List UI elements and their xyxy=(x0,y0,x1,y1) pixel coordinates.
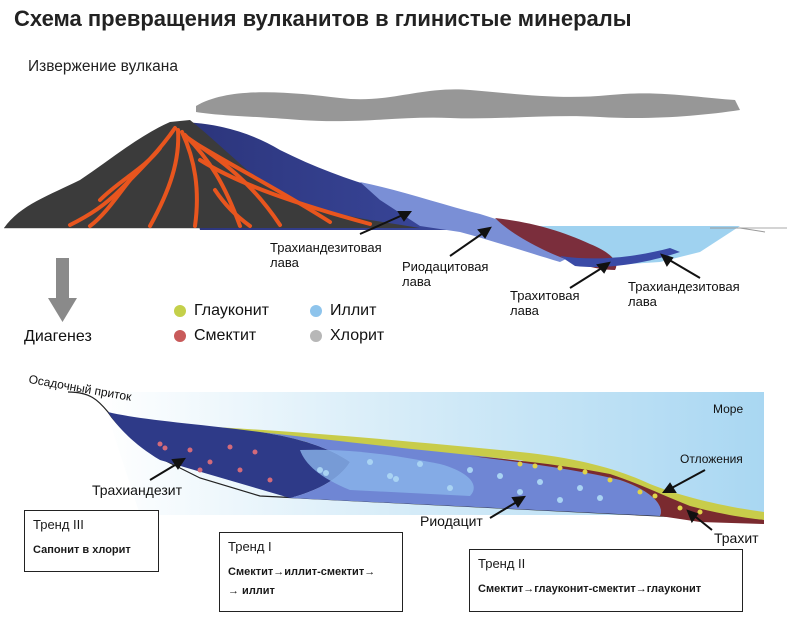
rhyodacite-label: Риодацит xyxy=(420,513,483,529)
illite-patch xyxy=(300,449,474,496)
lava-rivers xyxy=(68,126,372,228)
trend-i-desc-line1: Смектит→иллит-смектит→ xyxy=(228,566,376,578)
trend-iii-desc: Сапонит в хлорит xyxy=(33,544,131,556)
smectite-dots xyxy=(157,441,273,483)
trend-i-desc-line2: → иллит xyxy=(228,585,275,597)
illite-swatch xyxy=(310,305,322,317)
trend-ii-box: Тренд II Смектит→глауконит-смектит→глаук… xyxy=(469,549,743,612)
legend-item-smectite: Смектит xyxy=(174,327,256,345)
top-pointer-arrows xyxy=(359,211,701,289)
smectite-swatch xyxy=(174,330,186,342)
rhyodacite-lava-flow xyxy=(360,182,580,262)
trachyandesite-layer xyxy=(108,412,350,498)
legend-item-illite: Иллит xyxy=(310,302,376,320)
ash-cloud xyxy=(196,89,740,122)
trend-iii-title: Тренд III xyxy=(33,517,84,532)
deposits-label: Отложения xyxy=(680,452,743,466)
trend-ii-title: Тренд II xyxy=(478,556,526,571)
glauconite-swatch xyxy=(174,305,186,317)
trachyandesite-label: Трахиандезит xyxy=(92,482,182,498)
eruption-subtitle: Извержение вулкана xyxy=(28,58,178,75)
diagenesis-arrow xyxy=(48,258,77,322)
diagenesis-label: Диагенез xyxy=(24,328,92,345)
trend-i-title: Тренд I xyxy=(228,539,272,554)
trend-i-box: Тренд I Смектит→иллит-смектит→ → иллит xyxy=(219,532,403,612)
chlorite-swatch xyxy=(310,330,322,342)
glauconite-dots xyxy=(517,461,703,515)
sea-label: Море xyxy=(713,402,744,416)
illite-dots xyxy=(317,459,603,503)
trend-iii-box: Тренд III Сапонит в хлорит xyxy=(24,510,159,572)
trend-ii-desc: Смектит→глауконит-смектит→глауконит xyxy=(478,583,702,595)
sea-basin-outline xyxy=(710,227,766,233)
trachyte-layer xyxy=(470,456,764,524)
trachyte-lava-flow xyxy=(495,218,617,270)
bottom-pointer-arrows xyxy=(149,457,713,531)
page-title: Схема превращения вулканитов в глинистые… xyxy=(14,6,632,31)
legend-item-chlorite: Хлорит xyxy=(310,327,384,345)
trachyte-label: Трахит xyxy=(714,530,759,546)
legend-item-glauconite: Глауконит xyxy=(174,302,269,320)
trachyandesite-lava-flow-2 xyxy=(560,248,680,268)
